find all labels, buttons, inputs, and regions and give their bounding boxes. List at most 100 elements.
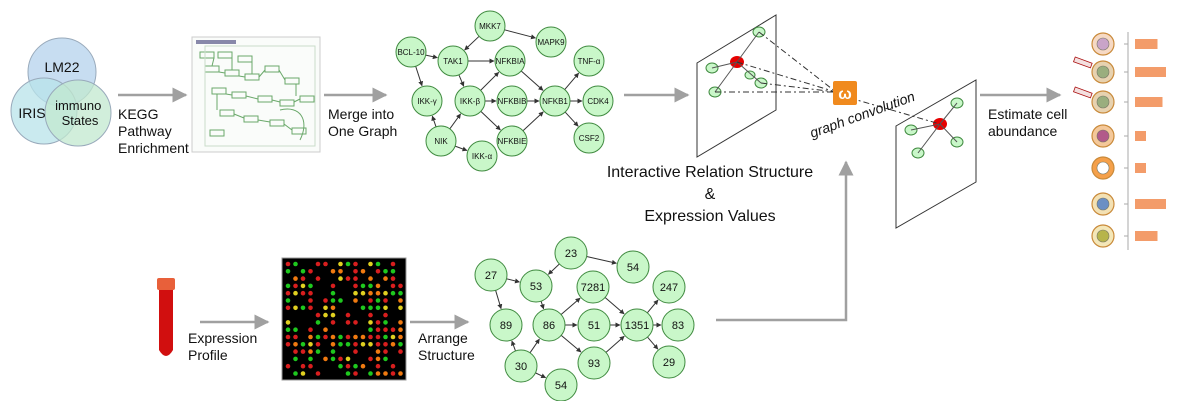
- gene-graph-node: [535, 26, 567, 58]
- expression-profile-label-line-2: Profile: [188, 347, 228, 363]
- relation-title-line-2: &: [704, 186, 716, 203]
- microarray-spot: [285, 269, 291, 274]
- microarray-spot: [345, 276, 351, 281]
- microarray-spot: [308, 349, 313, 354]
- microarray-spot: [293, 371, 298, 376]
- microarray-spot: [330, 312, 336, 318]
- microarray-spot: [368, 342, 373, 347]
- gene-graph-node: [582, 85, 614, 117]
- microarray-spot: [285, 298, 291, 303]
- microarray-spot: [293, 342, 298, 347]
- microarray-spot: [398, 342, 403, 347]
- gene-graph-node-label: TNF-α: [578, 57, 601, 66]
- microarray-spot: [308, 363, 313, 369]
- microarray-spot: [293, 276, 298, 281]
- microarray-spot: [383, 327, 388, 333]
- microarray-spot: [293, 334, 298, 340]
- microarray-spot: [383, 290, 388, 296]
- gene-graph-edge: [520, 70, 544, 91]
- macrophage-icon: [1091, 192, 1115, 216]
- microarray-spot: [360, 334, 366, 340]
- microarray-spot: [375, 290, 381, 296]
- gene-graph-node-label: IKK-β: [460, 97, 481, 106]
- gene-graph-node: [411, 85, 443, 117]
- output-graph-panel: [895, 79, 977, 229]
- microarray-spot: [293, 349, 298, 354]
- microarray-spot: [375, 269, 381, 274]
- gene-graph-node-label: NFKBIA: [496, 57, 526, 66]
- pipeline-arrows: [118, 87, 1062, 330]
- num-graph-node: [489, 308, 523, 342]
- microarray-spot: [375, 371, 381, 376]
- microarray-spot: [285, 342, 291, 347]
- microarray-spot: [390, 334, 396, 340]
- num-graph-node: [474, 258, 508, 292]
- microarray-spot: [315, 334, 321, 340]
- microarray-spot: [345, 320, 351, 325]
- microarray-spot: [330, 334, 336, 340]
- estimate-label-line-2: abundance: [988, 123, 1058, 139]
- num-graph-edge: [646, 299, 659, 314]
- microarray-spot: [308, 290, 313, 296]
- num-graph-node-label: 51: [588, 320, 600, 332]
- num-graph-edge: [560, 297, 581, 315]
- microarray-spot: [383, 371, 388, 376]
- num-graph-node-label: 1351: [625, 320, 649, 332]
- arrange-structure-label-line-2: Structure: [418, 347, 475, 363]
- microarray-spot: [285, 283, 291, 289]
- microarray-spot: [293, 305, 298, 311]
- microarray-spot: [368, 276, 373, 281]
- microarray-spot: [338, 356, 343, 362]
- microarray-spot: [390, 327, 396, 333]
- microarray-spot: [398, 283, 403, 289]
- relation-title-line-1: Interactive Relation Structure: [606, 164, 814, 181]
- antibody-plasma-cell-icon: [1073, 86, 1115, 114]
- microarray-spot: [323, 298, 328, 303]
- microarray-spot: [315, 261, 321, 267]
- microarray-spot: [300, 342, 306, 347]
- gene-graph-node-label: NFKB1: [542, 97, 568, 106]
- gene-graph-edge: [415, 66, 424, 87]
- gene-graph-node: [437, 45, 469, 77]
- gene-graph-node: [573, 45, 605, 77]
- expression-profile-label-line-1: Expression: [188, 330, 258, 346]
- microarray-spot: [383, 356, 388, 362]
- microarray-spot: [383, 276, 388, 281]
- gene-graph-node-label: CDK4: [587, 97, 609, 106]
- gene-graph-edge: [449, 113, 462, 130]
- gene-graph-node-label: BCL-10: [397, 48, 425, 57]
- microarray-spot: [383, 334, 388, 340]
- abundance-bar: [1135, 97, 1163, 107]
- microarray-spot: [368, 312, 373, 318]
- gene-graph-node: [496, 85, 528, 117]
- microarray-spot: [345, 261, 351, 267]
- microarray-spot: [330, 349, 336, 354]
- microarray-spot: [330, 298, 336, 303]
- microarray-spot: [353, 261, 358, 267]
- microarray-spot: [285, 320, 291, 325]
- gene-graph-edge: [480, 110, 501, 131]
- blood-tube-icon: [157, 278, 175, 356]
- merge-label-line-1: Merge into: [328, 106, 395, 122]
- microarray-spot: [368, 327, 373, 333]
- microarray-spot: [315, 371, 321, 376]
- gene-graph-node-label: MKK7: [479, 22, 501, 31]
- microarray-spot: [368, 371, 373, 376]
- gene-graph-edge: [454, 145, 468, 152]
- gene-graph-edge: [425, 54, 438, 60]
- microarray-spot: [360, 290, 366, 296]
- microarray-spot: [353, 371, 358, 376]
- microarray-spot: [293, 261, 298, 267]
- microarray-spot: [390, 269, 396, 274]
- microarray-spot: [330, 269, 336, 274]
- merge-label-line-2: One Graph: [328, 123, 398, 139]
- dendritic-cell-icon: [1091, 156, 1115, 180]
- num-graph-node-label: 86: [543, 320, 555, 332]
- microarray-spot: [353, 349, 358, 354]
- gene-graph-edge: [458, 74, 465, 87]
- microarray-spot: [330, 342, 336, 347]
